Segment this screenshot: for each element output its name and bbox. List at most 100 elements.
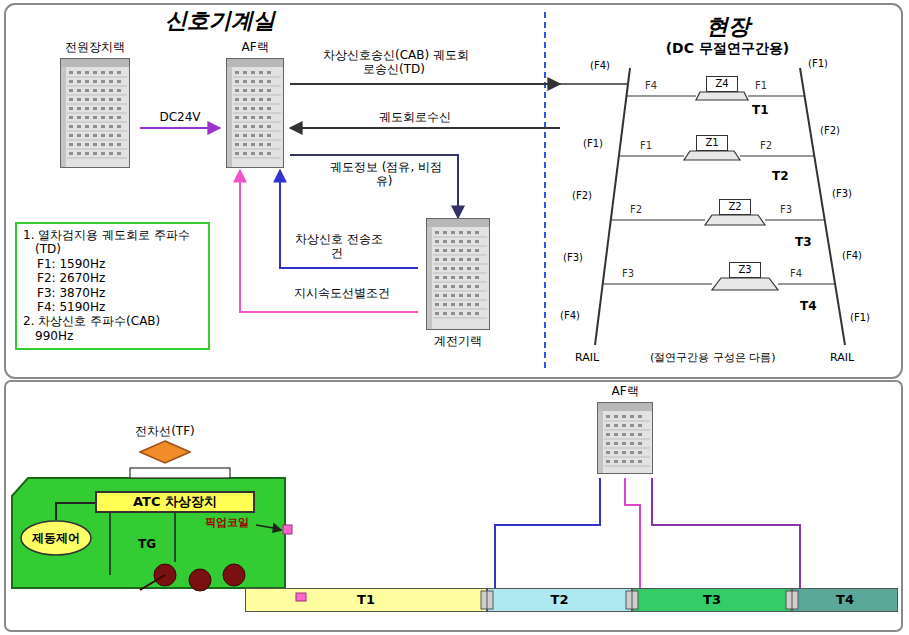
rack-module — [259, 107, 263, 110]
rack-shelf — [604, 421, 650, 422]
catenary-diamond: 전차선(TF) — [118, 424, 212, 468]
rack-module — [235, 143, 239, 146]
frequency-label: (F4) — [560, 310, 580, 322]
rack-module — [101, 98, 105, 101]
rail-lines — [595, 68, 845, 345]
connector — [280, 170, 418, 268]
connector — [140, 127, 220, 129]
rack-module — [267, 71, 271, 74]
rack-module — [475, 276, 479, 279]
node-text: F1: 1590Hz — [23, 257, 202, 271]
frequency-label: (F3) — [832, 188, 852, 200]
rack-module — [85, 89, 89, 92]
rack-module — [467, 312, 471, 315]
rack-module — [622, 442, 626, 445]
insulated-joints-part — [626, 591, 638, 609]
rack-module — [85, 125, 89, 128]
rack-shelf — [67, 86, 127, 87]
frequency-label: F1 — [640, 140, 652, 152]
rack-module — [267, 107, 271, 110]
frequency-label: F3 — [622, 268, 634, 280]
rack-module — [622, 451, 626, 454]
feed-wire — [560, 83, 627, 85]
rack-shelf — [233, 77, 281, 78]
connector-label: 지시속도선별조건 — [292, 286, 392, 300]
connector-label-box: 궤도회로수신 — [360, 110, 470, 124]
rack-module — [435, 231, 439, 234]
tacho-label: TG — [138, 538, 156, 552]
connector-label-box: 궤도정보 (점유, 비점유) — [325, 160, 445, 189]
af-rack: AF랙 — [588, 384, 662, 478]
rack-module — [93, 134, 97, 137]
rack-module — [77, 80, 81, 83]
frequency-label: (F2) — [572, 190, 592, 202]
rack-module — [630, 424, 634, 427]
relay-rack: 계전기랙 — [418, 218, 498, 352]
rack-module — [467, 303, 471, 306]
rack-module — [93, 71, 97, 74]
brake-control-ellipse: 제동제어 — [20, 520, 92, 556]
wheels-part — [140, 575, 165, 590]
rack-module — [93, 107, 97, 110]
rack-module — [109, 152, 113, 155]
insulated-joints-part — [792, 591, 793, 609]
rack-module — [622, 433, 626, 436]
rack-module — [251, 107, 255, 110]
rack-module — [259, 134, 263, 137]
rack-module — [251, 143, 255, 146]
rack-top — [61, 59, 129, 67]
rack-module — [467, 267, 471, 270]
rack-module — [435, 258, 439, 261]
rack-module — [451, 294, 455, 297]
impedance-bond: Z2 — [719, 199, 751, 215]
rack-module — [451, 267, 455, 270]
connector — [290, 127, 560, 129]
connector-label: 차상신호송신(CAB) 궤도회로송신(TD) — [321, 48, 469, 76]
rack-shelf — [67, 131, 127, 132]
rack-module — [267, 80, 271, 83]
rack-module — [435, 303, 439, 306]
rack-module — [93, 143, 97, 146]
rack-module — [77, 89, 81, 92]
rack-module — [251, 80, 255, 83]
rack-shelf — [233, 122, 281, 123]
pantograph-base — [130, 468, 230, 478]
rack-module — [443, 294, 447, 297]
impedance-bond-bases-part — [712, 278, 778, 290]
rack-module — [451, 258, 455, 261]
rack-module — [443, 276, 447, 279]
rack-shelf — [433, 273, 487, 274]
rack-module — [267, 143, 271, 146]
rack-module — [435, 240, 439, 243]
rack-module — [101, 80, 105, 83]
connector — [240, 170, 418, 312]
node-text: 1. 열차검지용 궤도회로 주파수(TD) — [35, 228, 202, 257]
rack-module — [109, 125, 113, 128]
note-text: (절연구간용 구성은 다름) — [650, 352, 776, 365]
rack-module — [451, 276, 455, 279]
rack-shelf — [433, 282, 487, 283]
node-text: F4: 5190Hz — [23, 300, 202, 314]
rack-shelf — [604, 439, 650, 440]
rack-module — [451, 240, 455, 243]
node-text: ATC 차상장치 — [133, 494, 217, 510]
node-text: 2. 차상신호 주파수(CAB) 990Hz — [35, 314, 202, 343]
rack-module — [85, 80, 89, 83]
connector — [625, 478, 640, 588]
rack-module — [77, 125, 81, 128]
frequency-label: F4 — [790, 268, 802, 280]
rack-shelf — [604, 430, 650, 431]
rack-module — [475, 294, 479, 297]
rack-module — [235, 107, 239, 110]
rack-shelf — [604, 457, 650, 458]
rack-module — [630, 460, 634, 463]
rack-module — [614, 415, 618, 418]
rack-module — [69, 71, 73, 74]
onboard-wires — [110, 513, 281, 575]
rack-side — [61, 59, 66, 167]
bond-wires-part — [778, 283, 835, 284]
rack-module — [77, 143, 81, 146]
connector-label: 궤도회로수신 — [377, 110, 453, 124]
frequency-label: F3 — [780, 204, 792, 216]
rack-module — [606, 415, 610, 418]
